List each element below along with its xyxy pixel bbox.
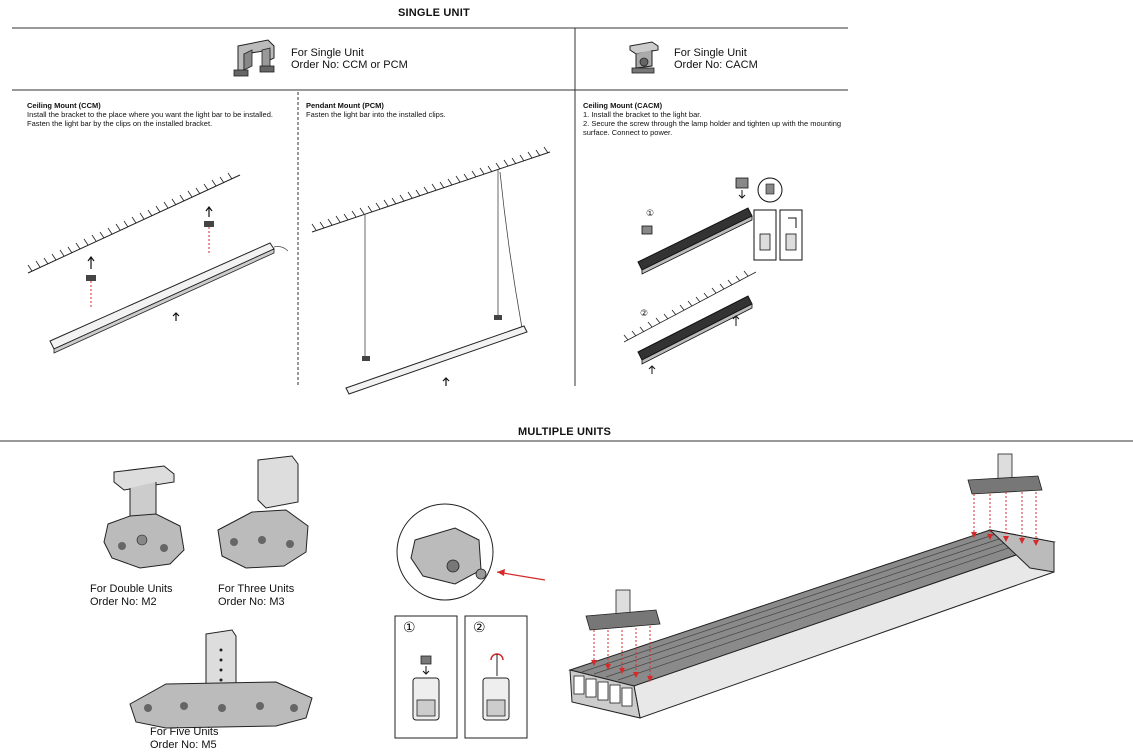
pcm-diagram — [311, 146, 551, 395]
header-left-line2: Order No: CCM or PCM — [291, 59, 408, 71]
header-right-line1: For Single Unit — [674, 47, 747, 59]
cacm-heading: Ceiling Mount (CACM) — [583, 101, 663, 110]
cacm-bracket-icon — [629, 41, 659, 74]
five-unit-bracket-icon — [129, 629, 313, 729]
ccm-description: Install the bracket to the place where y… — [27, 110, 273, 128]
five-units-line1: For Five Units — [150, 726, 219, 738]
double-units-line2: Order No: M2 — [90, 596, 157, 608]
cacm-step1: 1. Install the bracket to the light bar. — [583, 110, 702, 119]
ccm-bracket-icon — [233, 39, 275, 77]
header-left-line1: For Single Unit — [291, 47, 364, 59]
double-unit-bracket-icon — [103, 465, 185, 569]
five-units-line2: Order No: M5 — [150, 739, 217, 751]
pcm-description: Fasten the light bar into the installed … — [306, 110, 446, 119]
ccm-diagram — [27, 172, 289, 354]
single-unit-title: SINGLE UNIT — [398, 7, 470, 19]
multi-bar-assembly — [568, 453, 1056, 719]
cacm-step2: 2. Secure the screw through the lamp hol… — [583, 119, 842, 137]
three-units-line2: Order No: M3 — [218, 596, 285, 608]
three-units-line1: For Three Units — [218, 583, 295, 595]
cacm-diagram: ① ② — [623, 177, 803, 374]
pcm-heading: Pendant Mount (PCM) — [306, 101, 384, 110]
step-boxes: ① ② — [394, 615, 528, 739]
ccm-heading: Ceiling Mount (CCM) — [27, 101, 101, 110]
cacm-marker-2: ② — [640, 309, 648, 319]
header-right-line2: Order No: CACM — [674, 59, 758, 71]
cacm-marker-1: ① — [646, 209, 654, 219]
step-2-marker: ② — [473, 620, 486, 636]
multiple-units-title: MULTIPLE UNITS — [518, 426, 612, 438]
step-1-marker: ① — [403, 620, 416, 636]
bracket-detail-circle — [396, 503, 546, 601]
three-unit-bracket-icon — [217, 455, 309, 569]
double-units-line1: For Double Units — [90, 583, 173, 595]
